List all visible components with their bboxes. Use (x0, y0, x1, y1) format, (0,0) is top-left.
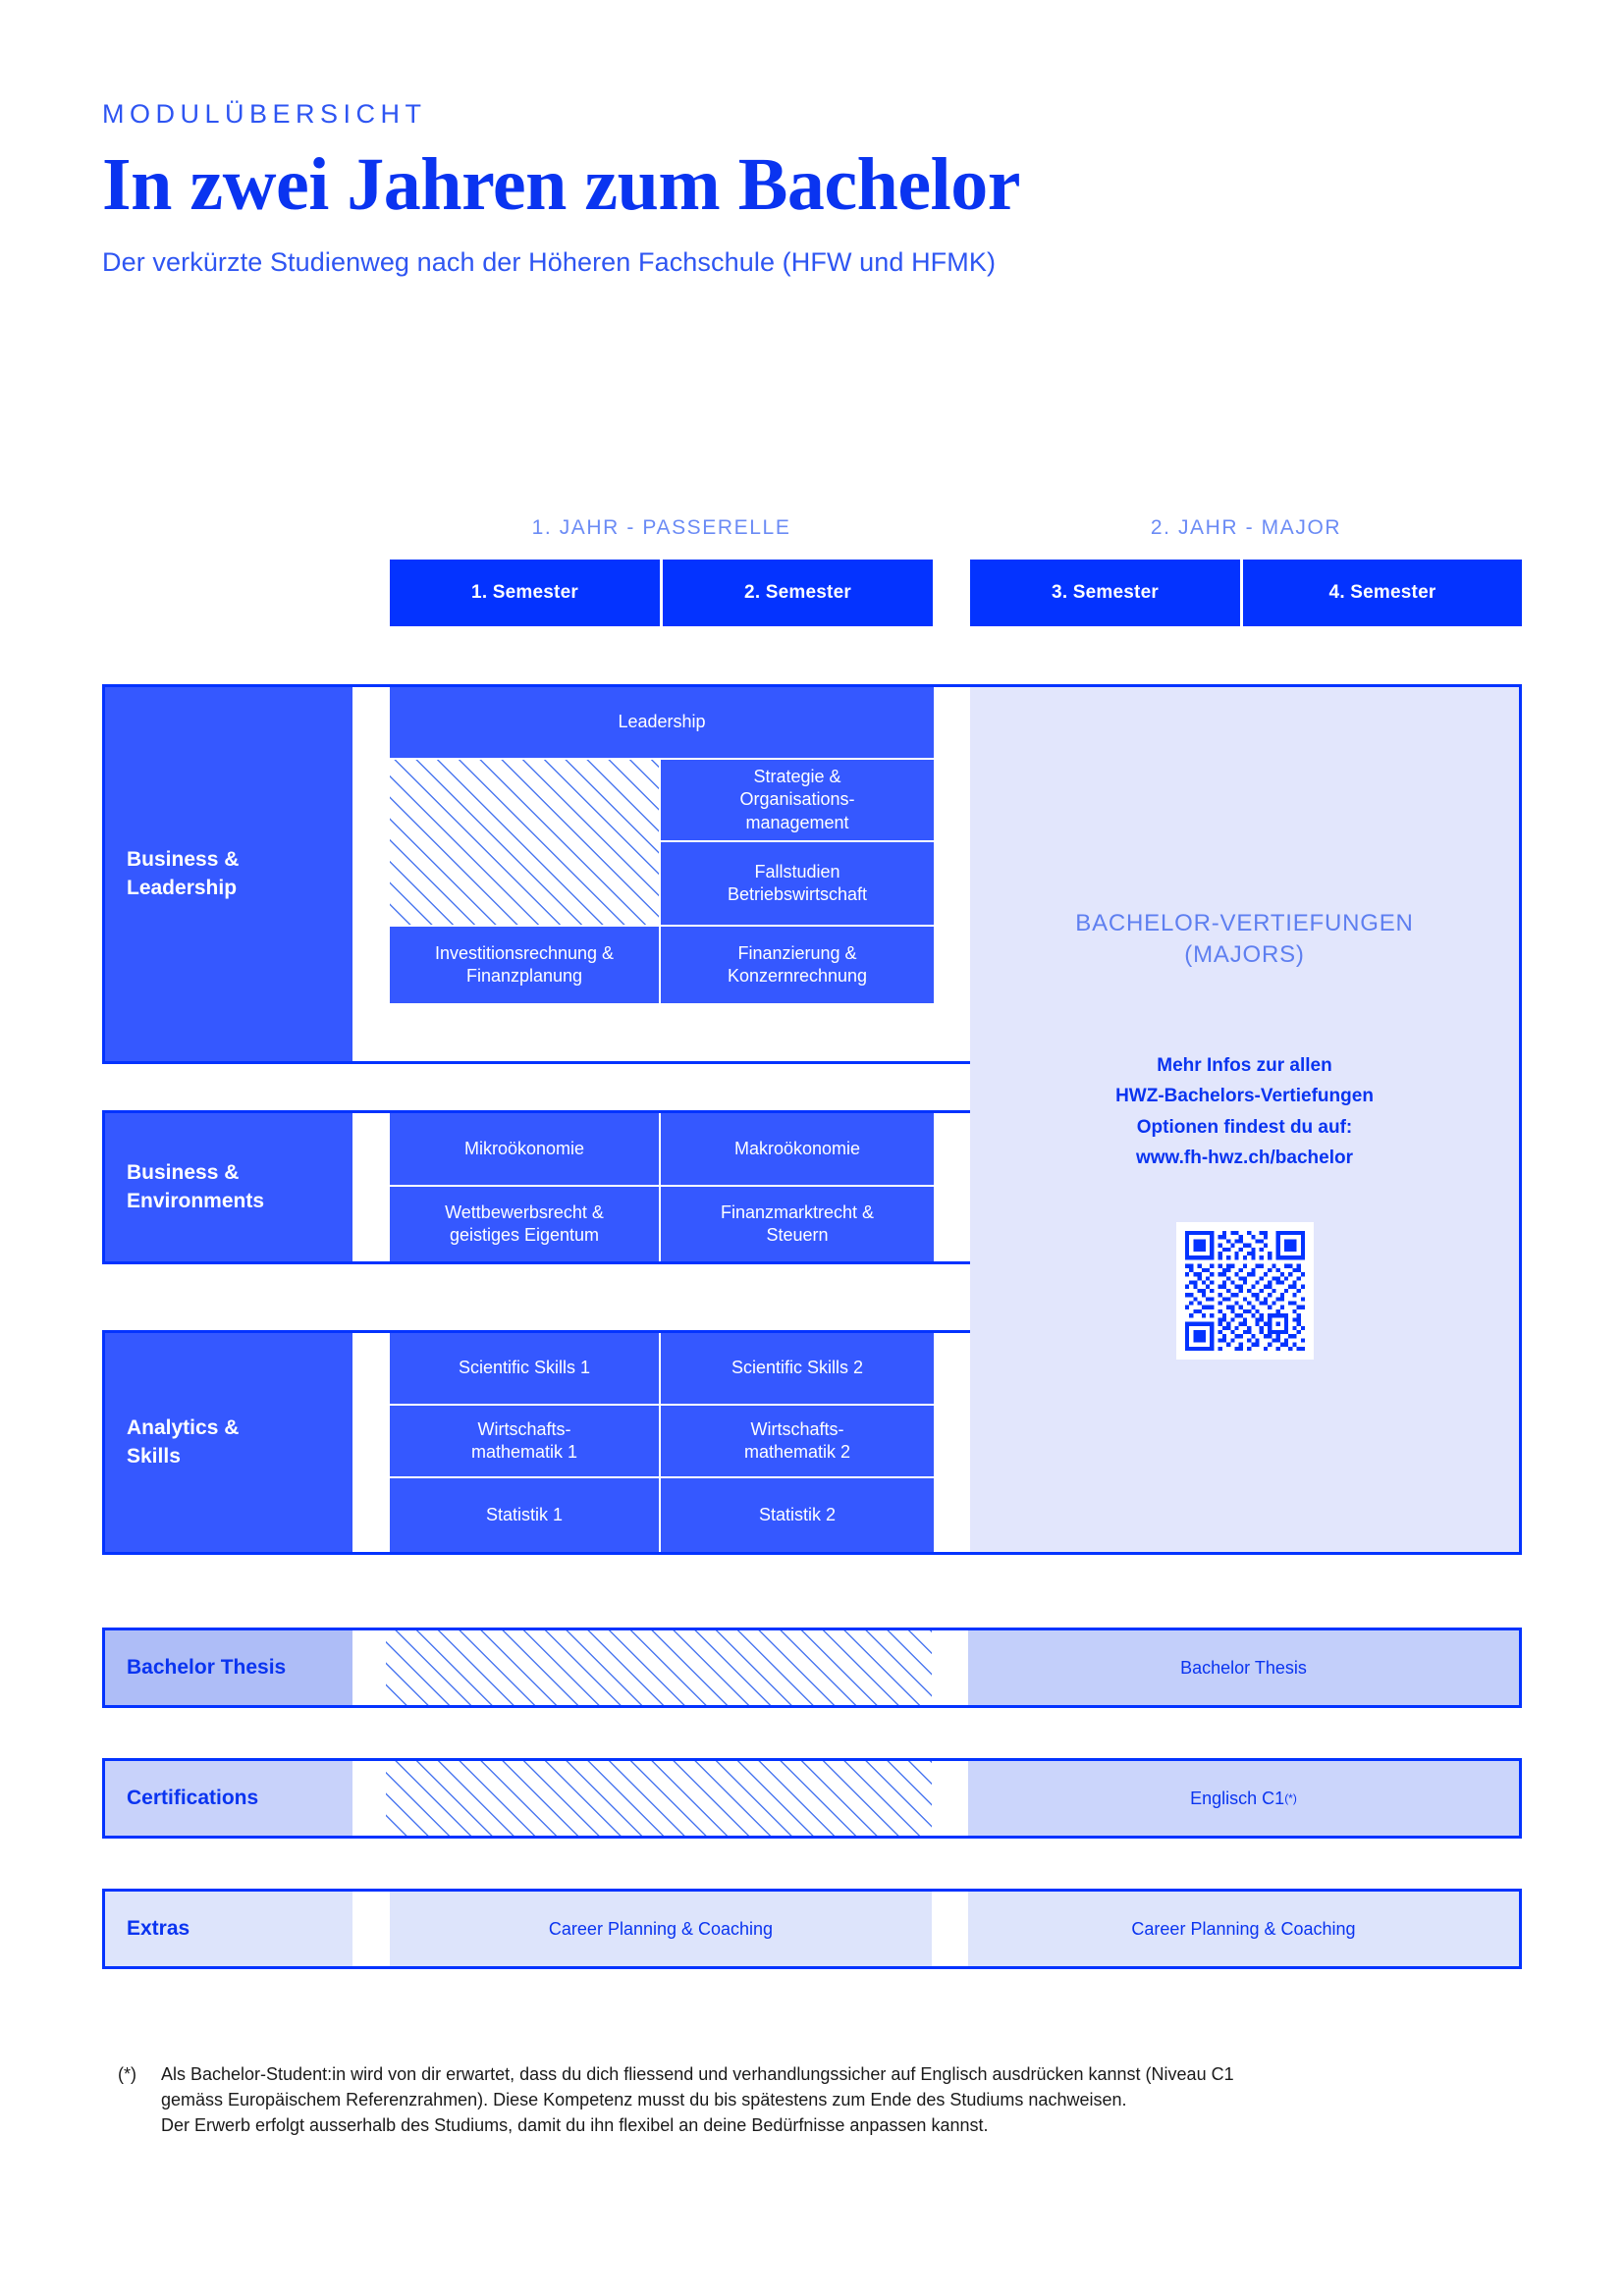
module-placeholder-hatch-s1 (390, 760, 659, 925)
module-tile-finanzierung-konzernrechnung[interactable]: Finanzierung & Konzernrechnung (661, 927, 934, 1003)
tile-line1: Investitionsrechnung & (434, 942, 615, 963)
wide-row-cell-thesis-year2[interactable]: Bachelor Thesis (968, 1630, 1519, 1705)
qr-code-icon[interactable] (1175, 1222, 1314, 1360)
tile-line2: mathematik 1 (470, 1442, 578, 1462)
wide-row-certifications: Certifications Englisch C1 (*) (102, 1758, 1522, 1839)
tile-line2: Finanzplanung (465, 966, 583, 986)
module-tile-strategie-organisationsmanagement[interactable]: Strategie & Organisations- management (661, 760, 934, 840)
group-label-line1: Business & (127, 848, 240, 872)
wide-row-cell-career-planning-year1[interactable]: Career Planning & Coaching (390, 1892, 932, 1966)
semester-header-2: 2. Semester (663, 560, 933, 626)
module-group-business-environments: Business & Environments Mikroökonomie Ma… (102, 1110, 970, 1264)
tile-line3: management (745, 812, 849, 832)
module-tile-scientific-skills-2[interactable]: Scientific Skills 2 (661, 1333, 934, 1404)
wide-row-cell-career-planning-year2[interactable]: Career Planning & Coaching (968, 1892, 1519, 1966)
year-label-1: 1. JAHR - PASSERELLE (531, 516, 791, 539)
module-tile-wirtschaftsmathematik-2[interactable]: Wirtschafts- mathematik 2 (661, 1406, 934, 1476)
majors-title: BACHELOR-VERTIEFUNGEN (MAJORS) (970, 908, 1519, 972)
majors-info-line3: Optionen findest du auf: (1136, 1116, 1353, 1138)
wide-row-label-certifications: Certifications (105, 1761, 352, 1836)
footnote-line-2: gemäss Europäischem Referenzrahmen). Die… (161, 2090, 1127, 2110)
tile-line2: Betriebswirtschaft (727, 884, 868, 904)
wide-row-label-bachelor-thesis: Bachelor Thesis (105, 1630, 352, 1705)
wide-row-hatch-certifications (386, 1761, 932, 1836)
majors-info-line1: Mehr Infos zur allen (1157, 1055, 1332, 1076)
group-label-line1: Analytics & (127, 1416, 240, 1440)
module-tile-wettbewerbsrecht-geistiges-eigentum[interactable]: Wettbewerbsrecht & geistiges Eigentum (390, 1187, 659, 1261)
year-label-2: 2. JAHR - MAJOR (1150, 516, 1342, 539)
tile-line1: Finanzmarktrecht & (720, 1201, 875, 1222)
module-tile-statistik-2[interactable]: Statistik 2 (661, 1478, 934, 1552)
wide-row-bachelor-thesis: Bachelor Thesis Bachelor Thesis (102, 1628, 1522, 1708)
tile-line1: Finanzierung & (737, 942, 857, 963)
tile-line1: Strategie & (753, 766, 841, 786)
majors-info-line2: HWZ-Bachelors-Vertiefungen (1115, 1086, 1374, 1107)
module-group-business-leadership: Business & Leadership Leadership Strateg… (102, 684, 970, 1064)
module-tile-leadership[interactable]: Leadership (390, 687, 934, 758)
group-label-business-environments: Business & Environments (105, 1113, 352, 1261)
majors-url-link[interactable]: www.fh-hwz.ch/bachelor (1136, 1148, 1353, 1169)
tile-line2: Organisations- (739, 789, 855, 810)
module-tile-mikrooekonomie[interactable]: Mikroökonomie (390, 1113, 659, 1185)
semester-header-4: 4. Semester (1243, 560, 1522, 626)
tile-line1: Fallstudien (754, 861, 840, 881)
tile-line2: Konzernrechnung (727, 966, 868, 986)
footnote-ref: (*) (1284, 1791, 1297, 1805)
majors-info: Mehr Infos zur allen HWZ-Bachelors-Verti… (970, 1050, 1519, 1173)
footnote-line-1: Als Bachelor-Student:in wird von dir erw… (161, 2064, 1234, 2084)
group-label-line1: Business & (127, 1161, 240, 1185)
tile-line1: Wirtschafts- (477, 1418, 571, 1439)
tile-line2: mathematik 2 (743, 1442, 851, 1462)
eyebrow-label: MODULÜBERSICHT (102, 99, 427, 129)
page-title: In zwei Jahren zum Bachelor (102, 143, 1021, 227)
tile-line1: Wirtschafts- (750, 1418, 844, 1439)
tile-line2: geistiges Eigentum (449, 1225, 600, 1245)
module-tile-wirtschaftsmathematik-1[interactable]: Wirtschafts- mathematik 1 (390, 1406, 659, 1476)
group-label-business-leadership: Business & Leadership (105, 687, 352, 1061)
module-tile-scientific-skills-1[interactable]: Scientific Skills 1 (390, 1333, 659, 1404)
module-tile-fallstudien-betriebswirtschaft[interactable]: Fallstudien Betriebswirtschaft (661, 842, 934, 925)
majors-title-line1: BACHELOR-VERTIEFUNGEN (1075, 910, 1414, 936)
footnote-body: Als Bachelor-Student:in wird von dir erw… (161, 2061, 1522, 2138)
wide-row-hatch-thesis (386, 1630, 932, 1705)
footnote: (*) Als Bachelor-Student:in wird von dir… (118, 2061, 1522, 2138)
englisch-c1-label: Englisch C1 (1190, 1788, 1285, 1808)
tile-line1: Wettbewerbsrecht & (445, 1201, 604, 1222)
group-label-line2: Leadership (127, 876, 238, 899)
footnote-line-3: Der Erwerb erfolgt ausserhalb des Studiu… (161, 2115, 989, 2136)
page-subtitle: Der verkürzte Studienweg nach der Höhere… (102, 246, 997, 277)
footnote-marker: (*) (118, 2064, 136, 2084)
tile-line2: Steuern (766, 1225, 829, 1245)
wide-row-cell-englisch-c1[interactable]: Englisch C1 (*) (968, 1761, 1519, 1836)
module-tile-statistik-1[interactable]: Statistik 1 (390, 1478, 659, 1552)
page-header: MODULÜBERSICHT In zwei Jahren zum Bachel… (102, 98, 1477, 278)
group-label-line2: Skills (127, 1444, 181, 1468)
module-tile-finanzmarktrecht-steuern[interactable]: Finanzmarktrecht & Steuern (661, 1187, 934, 1261)
module-tile-makrooekonomie[interactable]: Makroökonomie (661, 1113, 934, 1185)
module-group-analytics-skills: Analytics & Skills Scientific Skills 1 S… (102, 1330, 970, 1555)
majors-panel: BACHELOR-VERTIEFUNGEN (MAJORS) Mehr Info… (970, 684, 1522, 1555)
group-label-analytics-skills: Analytics & Skills (105, 1333, 352, 1552)
semester-header-1: 1. Semester (390, 560, 660, 626)
wide-row-extras: Extras Career Planning & Coaching Career… (102, 1889, 1522, 1969)
wide-row-label-extras: Extras (105, 1892, 352, 1966)
group-label-line2: Environments (127, 1189, 265, 1212)
semester-header-3: 3. Semester (970, 560, 1240, 626)
majors-title-line2: (MAJORS) (1184, 941, 1305, 969)
module-tile-investitionsrechnung-finanzplanung[interactable]: Investitionsrechnung & Finanzplanung (390, 927, 659, 1003)
